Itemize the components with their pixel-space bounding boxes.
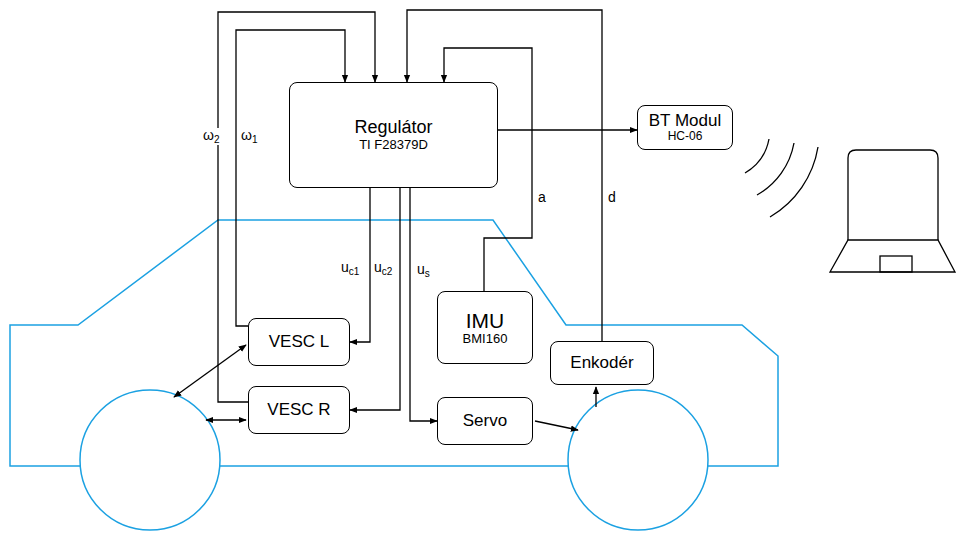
component-box: IMUBMI160 [437,291,533,364]
component-box: Enkodér [550,341,654,385]
signal-name: d [607,190,617,204]
signal-name: a [537,190,547,204]
component-box: RegulátorTI F28379D [289,82,498,188]
component-model: BMI160 [463,332,508,346]
steering-link [535,421,578,430]
component-box: VESC R [248,386,350,434]
signal-connector [350,188,400,410]
component-name: VESC L [269,333,329,352]
encoder-link [595,387,596,407]
signal-connector [218,12,375,402]
motor-link [206,419,246,420]
laptop-icon [830,150,955,272]
component-name: BT Modul [649,112,721,131]
component-model: HC-06 [668,130,703,143]
component-box: Servo [437,397,533,445]
signal-name: ω1 [240,128,259,145]
motor-link [174,345,246,397]
signal-name: uc1 [340,260,360,277]
signal-name: us [416,262,431,279]
signal-connector [498,129,637,130]
component-name: Servo [463,412,507,431]
car-body [10,220,778,466]
signal-connector [410,188,437,421]
component-name: Regulátor [354,118,432,138]
signal-name: ω2 [202,128,221,145]
signal-name: uc2 [373,260,393,277]
component-box: VESC L [248,318,350,366]
radio-waves [745,139,818,217]
component-name: VESC R [267,401,330,420]
component-box: BT ModulHC-06 [637,105,733,150]
component-model: TI F28379D [359,138,428,152]
component-name: IMU [466,309,505,332]
rear-wheel [80,390,220,530]
front-wheel [568,390,708,530]
component-name: Enkodér [570,354,633,373]
